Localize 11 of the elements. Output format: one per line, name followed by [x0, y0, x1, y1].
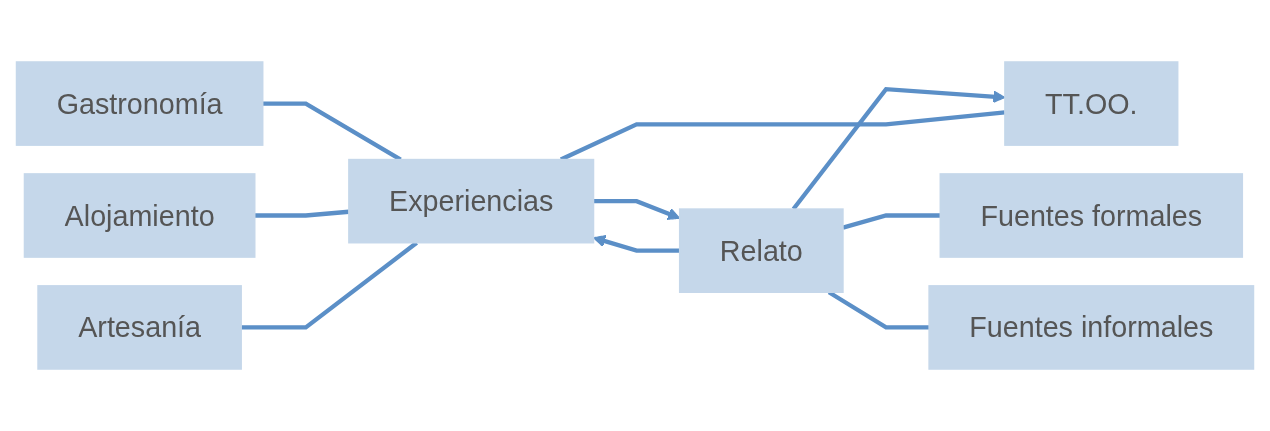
- connector: [842, 213, 941, 230]
- node-box: Relato: [678, 208, 844, 293]
- node-box: Gastronomía: [15, 61, 264, 146]
- arrow: [593, 235, 680, 253]
- node-box: Fuentes informales: [928, 285, 1255, 370]
- node-box: Experiencias: [348, 158, 595, 244]
- node-box: Alojamiento: [23, 173, 256, 258]
- node-box: TT.OO.: [1004, 61, 1179, 146]
- node-box: Artesanía: [37, 285, 242, 370]
- connector: [241, 241, 418, 330]
- node-box: Fuentes formales: [939, 173, 1244, 258]
